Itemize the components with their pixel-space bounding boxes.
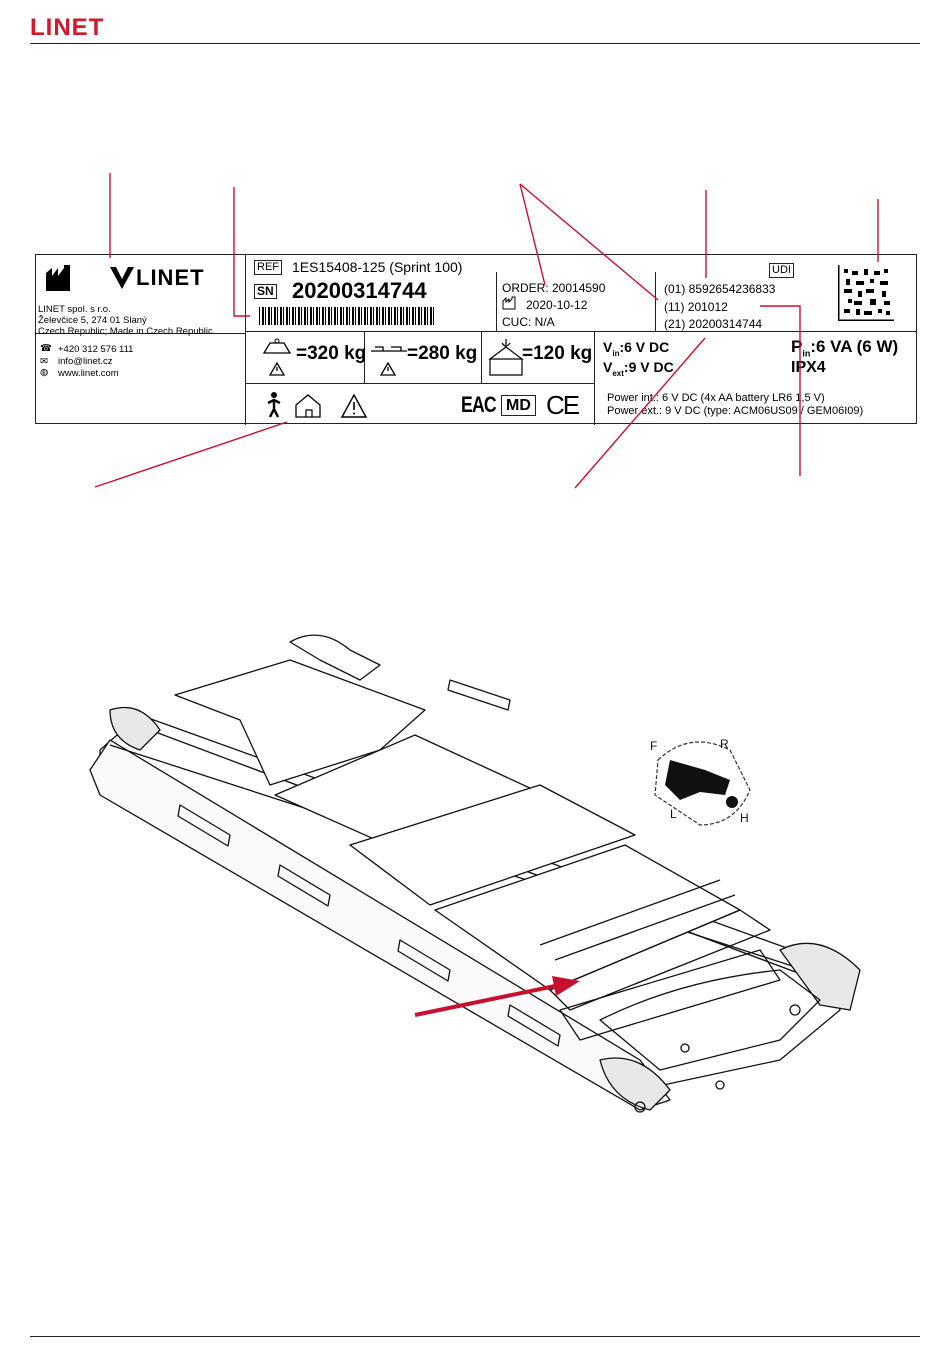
udi-date: (11) 201012 [664, 300, 728, 314]
phone-icon: ☎ [40, 343, 52, 354]
manufacturer-icon [46, 265, 70, 291]
stretcher-illustration: F R L H [89, 634, 861, 1113]
ref-value: 1ES15408-125 (Sprint 100) [292, 259, 463, 275]
label-divider [655, 272, 656, 331]
udi-serial: (21) 20200314744 [664, 317, 763, 331]
manufacturer-address: Želevčice 5, 274 01 Slaný [38, 315, 147, 326]
udi-gtin: (01) 8592654236833 [664, 282, 776, 296]
vin-rating: Vin:6 V DC [603, 339, 670, 358]
power-external: Power ext.: 9 V DC (type: ACM06US09 / GE… [607, 405, 864, 417]
ref-label: REF [254, 260, 282, 275]
hand-letter-f: F [650, 739, 657, 753]
eac-mark: EAC [461, 392, 497, 417]
datamatrix-code [838, 265, 894, 321]
website: www.linet.com [58, 368, 119, 379]
total-load-value: =320 kg [296, 343, 367, 364]
warning-icon [340, 393, 368, 418]
md-mark: MD [501, 395, 536, 416]
callout-lines [94, 173, 879, 489]
label-divider [594, 331, 595, 425]
person-icon [267, 392, 281, 418]
hand-label: F R L H [650, 737, 751, 826]
manufacturer-logo-text: LINET [136, 265, 205, 290]
label-divider [496, 272, 497, 331]
lift-load-value: =120 kg [522, 343, 593, 364]
label-divider [364, 331, 365, 383]
footer-rule [30, 1336, 920, 1337]
total-load-icon [262, 338, 292, 376]
label-divider [481, 331, 482, 383]
product-label: LINET LINET spol. s r.o. Želevčice 5, 27… [35, 254, 917, 425]
sn-barcode [259, 307, 435, 325]
cuc-text: CUC: N/A [502, 315, 555, 329]
patient-load-icon [371, 346, 407, 376]
patient-load-value: =280 kg [407, 343, 478, 364]
label-divider [245, 383, 594, 384]
sn-label: SN [254, 284, 277, 299]
brand-logo: LINET [30, 14, 105, 41]
location-arrow [414, 976, 580, 1017]
label-divider [36, 333, 245, 334]
hand-letter-l: L [670, 807, 677, 821]
email-address: info@linet.cz [58, 356, 113, 367]
manufacturer-name: LINET spol. s r.o. [38, 304, 111, 315]
usage-symbols [267, 392, 368, 418]
manufacture-date: 2020-10-12 [526, 298, 588, 312]
manufacture-date-icon [502, 296, 516, 310]
manufacturer-country: Czech Republic; Made in Czech Republic [38, 326, 213, 337]
pin-rating: Pin:6 VA (6 W) [791, 337, 899, 359]
udi-label: UDI [769, 263, 794, 278]
vext-rating: Vext:9 V DC [603, 359, 674, 378]
home-icon [295, 394, 321, 418]
globe-icon: ◍ [40, 367, 49, 378]
ce-mark: CE [546, 390, 580, 420]
header-rule [30, 43, 920, 44]
order-number: ORDER: 20014590 [502, 281, 606, 295]
hand-letter-r: R [720, 737, 729, 751]
sn-value: 20200314744 [292, 278, 427, 303]
phone-number: +420 312 576 111 [58, 344, 134, 355]
email-icon: ✉ [40, 356, 48, 367]
hand-letter-h: H [740, 811, 749, 825]
label-divider [245, 331, 917, 332]
power-internal: Power int.: 6 V DC (4x AA battery LR6 1,… [607, 392, 825, 404]
label-divider [245, 255, 246, 425]
linet-mark-icon [110, 267, 134, 289]
lift-load-icon [488, 339, 524, 376]
